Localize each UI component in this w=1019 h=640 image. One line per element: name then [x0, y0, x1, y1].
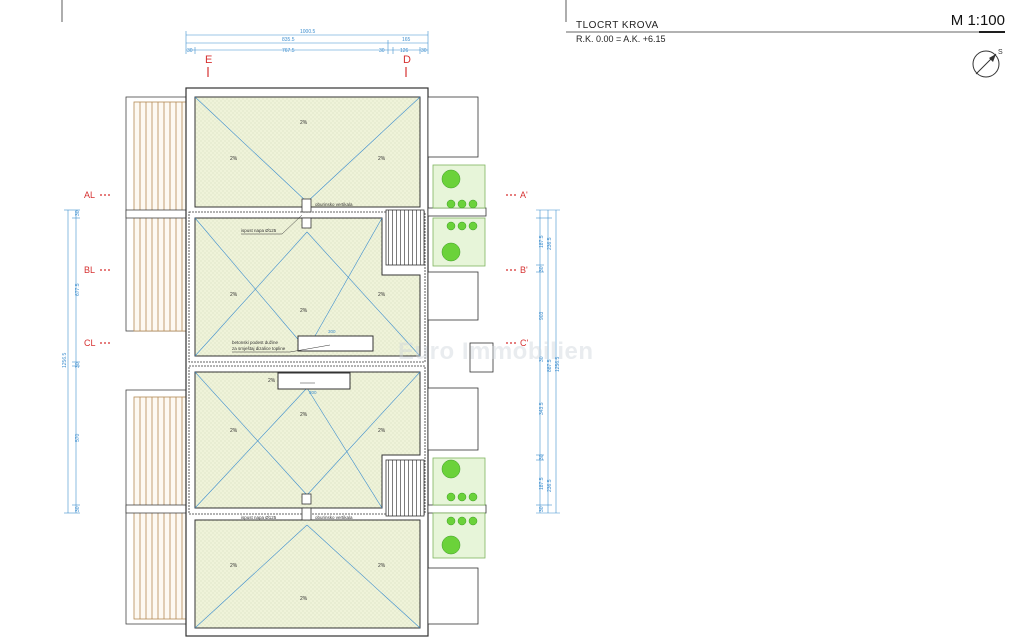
- outlet-top-label: ispust napa Ø125: [241, 228, 277, 233]
- dim-right-s2: 187.5: [539, 235, 545, 248]
- dim-right-s9: 30: [539, 506, 545, 512]
- slope-label: 2%: [230, 156, 238, 162]
- dim-mid-left: 835.5: [282, 37, 295, 43]
- ridge-note-line2: za smještaj dizalice topline: [232, 346, 286, 351]
- slope-label: 2%: [300, 596, 308, 602]
- right-side-elements: [427, 96, 487, 625]
- dim-left-seg3: 30: [75, 362, 81, 368]
- stairs-upper: [385, 209, 425, 266]
- outlet-bottom-label: ispust napa Ø125: [241, 515, 277, 520]
- dim-seg-e: 30: [421, 48, 427, 54]
- top-dimensions: 1000.5 835.5 165 30 767.5 30 126 30: [185, 29, 429, 54]
- axis-a-prime-label: A': [520, 190, 528, 200]
- slope-label: 2%: [378, 156, 386, 162]
- right-axes: A' B' C': [506, 190, 528, 348]
- left-dimensions: 1256.5 30 677.5 30 570 30: [62, 209, 81, 514]
- axis-cl-label: CL: [84, 338, 96, 348]
- dim-seg-b: 767.5: [282, 48, 295, 54]
- axis-d-label: D: [403, 54, 411, 66]
- drain-outlets: [301, 198, 312, 521]
- left-slab-lower: [125, 504, 187, 514]
- dim-right-s8: 187.5: [539, 477, 545, 490]
- watermark: Euro Immobilien: [398, 338, 594, 365]
- dim-right-s5: 30: [539, 356, 545, 362]
- dim-seg-d: 126: [400, 48, 409, 54]
- right-dimensions: 236.5 187.5 30 903 887.5 1256.5 30 343.5…: [536, 209, 561, 514]
- tree-icons: [441, 169, 478, 555]
- dim-right-s6: 343.5: [539, 402, 545, 415]
- dim-left-seg2: 677.5: [75, 283, 81, 296]
- dim-seg-c: 30: [379, 48, 385, 54]
- dim-right-s1: 236.5: [547, 237, 553, 250]
- vent-top-label: oburinsko vertikala: [315, 202, 353, 207]
- dim-right-outer: 1256.5: [555, 356, 561, 372]
- pad-dim-top: 300: [328, 329, 336, 334]
- slope-label: 2%: [230, 292, 238, 298]
- dim-right-s10: 236.5: [547, 479, 553, 492]
- top-axes: E D: [205, 54, 411, 77]
- stairs-lower: [385, 459, 425, 517]
- roof-section-1: [194, 96, 421, 208]
- north-arrow-icon: S: [972, 49, 1003, 78]
- axis-bl-label: BL: [84, 265, 95, 275]
- ridge-note-line1: betonski podest dužine: [232, 340, 279, 345]
- axis-al-label: AL: [84, 190, 95, 200]
- reference-level: R.K. 0.00 = A.K. +6.15: [576, 34, 666, 44]
- concrete-pad-lower: [277, 372, 351, 390]
- north-label: S: [998, 49, 1003, 56]
- left-slab-upper: [125, 209, 187, 219]
- slope-label: 2%: [268, 378, 276, 384]
- slope-label: 2%: [300, 412, 308, 418]
- vent-bottom-label: oburinsko vertikala: [315, 515, 353, 520]
- dim-right-s7: 30: [539, 454, 545, 460]
- dim-left-seg1: 30: [75, 210, 81, 216]
- dim-overall: 1000.5: [300, 29, 316, 35]
- roof-section-4: [194, 519, 421, 629]
- annotations: oburinsko vertikala ispust napa Ø125 bet…: [232, 202, 353, 520]
- slope-label: 2%: [230, 563, 238, 569]
- slope-label: 2%: [378, 428, 386, 434]
- title-block-frame: [61, 0, 1005, 33]
- dim-seg-a: 30: [187, 48, 193, 54]
- dim-mid-right: 165: [402, 37, 411, 43]
- dim-right-inner: 887.5: [547, 359, 553, 372]
- right-notch: [469, 342, 494, 373]
- axis-c-prime-label: C': [520, 338, 528, 348]
- left-axes: AL BL CL: [84, 190, 112, 348]
- dim-right-s3: 30: [539, 266, 545, 272]
- slope-label: 2%: [300, 308, 308, 314]
- drawing-title: TLOCRT KROVA: [576, 20, 659, 31]
- dim-left-total: 1256.5: [62, 352, 68, 368]
- slope-label: 2%: [300, 120, 308, 126]
- dim-left-seg5: 30: [75, 506, 81, 512]
- slope-label: 2%: [378, 292, 386, 298]
- drawing-scale: M 1:100: [950, 12, 1005, 29]
- pad-dim-bottom: 300: [309, 390, 317, 395]
- dim-right-s4: 903: [539, 311, 545, 320]
- axis-b-prime-label: B': [520, 265, 528, 275]
- slope-labels: 2% 2% 2% 2% 2% 2% 2% 2% 2% 2% 2% 2% 2%: [230, 120, 386, 602]
- slope-label: 2%: [378, 563, 386, 569]
- slope-label: 2%: [230, 428, 238, 434]
- dim-left-seg4: 570: [75, 433, 81, 442]
- axis-e-label: E: [205, 54, 212, 66]
